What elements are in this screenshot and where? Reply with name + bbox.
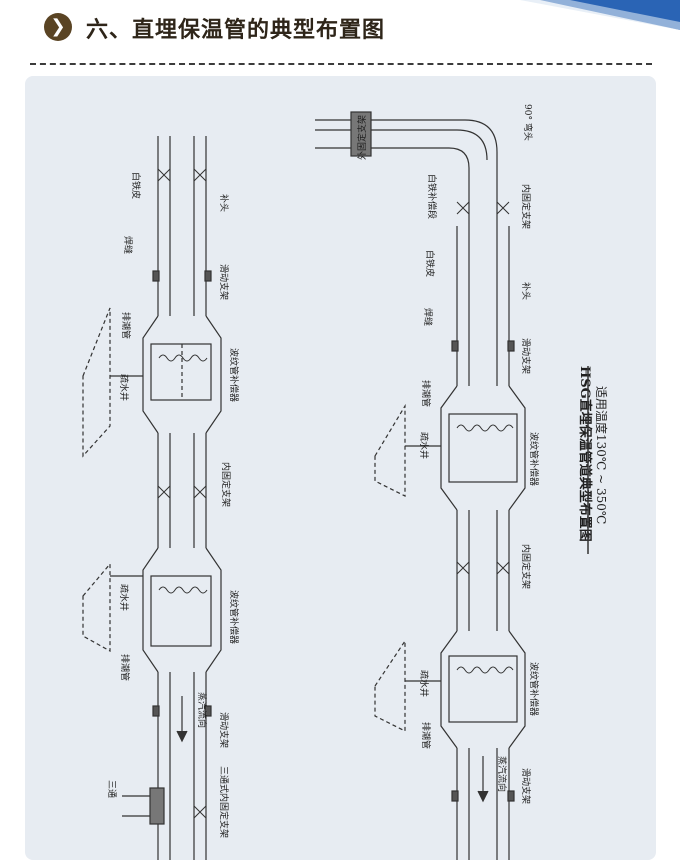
section-badge: ❯	[44, 13, 72, 41]
label-left-8: 排潮管	[119, 654, 131, 681]
label-right-12: 波纹管补偿器	[528, 662, 540, 716]
layout-diagram: 白铁皮 补头 焊缝 滑动支架 排潮管 波纹管补偿器 疏水井 内固定支架 排潮管 …	[82, 104, 609, 860]
label-right-1: 内固定支架	[520, 184, 532, 229]
label-left-10: 疏水井	[118, 584, 130, 611]
bellows-symbols	[158, 354, 514, 674]
label-left-13: 三通	[106, 780, 117, 798]
label-left-2: 焊缝	[122, 236, 134, 254]
label-right-2: 外固定支架	[356, 115, 368, 160]
label-right-8: 波纹管补偿器	[528, 432, 540, 486]
section-title: 六、直埋保温管的典型布置图	[86, 18, 386, 43]
right-labels: 90° 弯头 内固定支架 外固定支架 白铁皮 补头 焊缝 滑动支架 排潮管 波纹…	[356, 104, 540, 804]
label-left-1: 补头	[218, 194, 230, 212]
label-right-4: 补头	[520, 282, 532, 300]
chevron-right-icon: ❯	[50, 16, 66, 37]
label-left-4: 排潮管	[120, 312, 132, 339]
left-labels: 白铁皮 补头 焊缝 滑动支架 排潮管 波纹管补偿器 疏水井 内固定支架 排潮管 …	[106, 172, 240, 838]
label-left-0: 白铁皮	[130, 172, 142, 199]
caption-temperature: 适用温度130℃ ~ 350℃	[594, 386, 609, 524]
label-right-15: 蒸汽流向	[496, 756, 508, 792]
label-right-10: 内固定支架	[520, 544, 532, 589]
section-header: ❯ 六、直埋保温管的典型布置图	[0, 0, 680, 70]
dashed-divider	[30, 63, 652, 65]
label-left-6: 疏水井	[118, 374, 130, 401]
label-right-14: 滑动支架	[520, 768, 532, 804]
label-right-0: 90° 弯头	[522, 104, 534, 141]
label-left-11: 滑动支架	[218, 712, 230, 748]
label-right-11: 排潮管	[420, 722, 432, 749]
diagram-panel: 白铁皮 补头 焊缝 滑动支架 排潮管 波纹管补偿器 疏水井 内固定支架 排潮管 …	[25, 76, 656, 860]
label-left-14: 三通式内固定支架	[218, 766, 230, 838]
label-right-16: 白铁补偿段	[426, 174, 438, 219]
label-left-12: 蒸汽流向	[196, 692, 208, 728]
label-left-5: 波纹管补偿器	[228, 348, 240, 402]
caption-title: HSG直埋保温管道典型布置图	[577, 366, 593, 542]
diagram-caption: HSG直埋保温管道典型布置图 适用温度130℃ ~ 350℃	[577, 366, 609, 554]
label-right-7: 排潮管	[420, 380, 432, 407]
label-left-9: 波纹管补偿器	[228, 590, 240, 644]
left-pipeline	[82, 136, 222, 860]
label-right-9: 疏水井	[418, 432, 430, 459]
right-pipeline	[315, 111, 526, 860]
label-right-5: 焊缝	[422, 308, 434, 326]
label-left-7: 内固定支架	[220, 462, 232, 507]
label-right-6: 滑动支架	[520, 338, 532, 374]
label-right-13: 疏水井	[418, 670, 430, 697]
corner-decoration	[480, 0, 680, 30]
label-right-3: 白铁皮	[424, 250, 436, 277]
label-left-3: 滑动支架	[218, 264, 230, 300]
